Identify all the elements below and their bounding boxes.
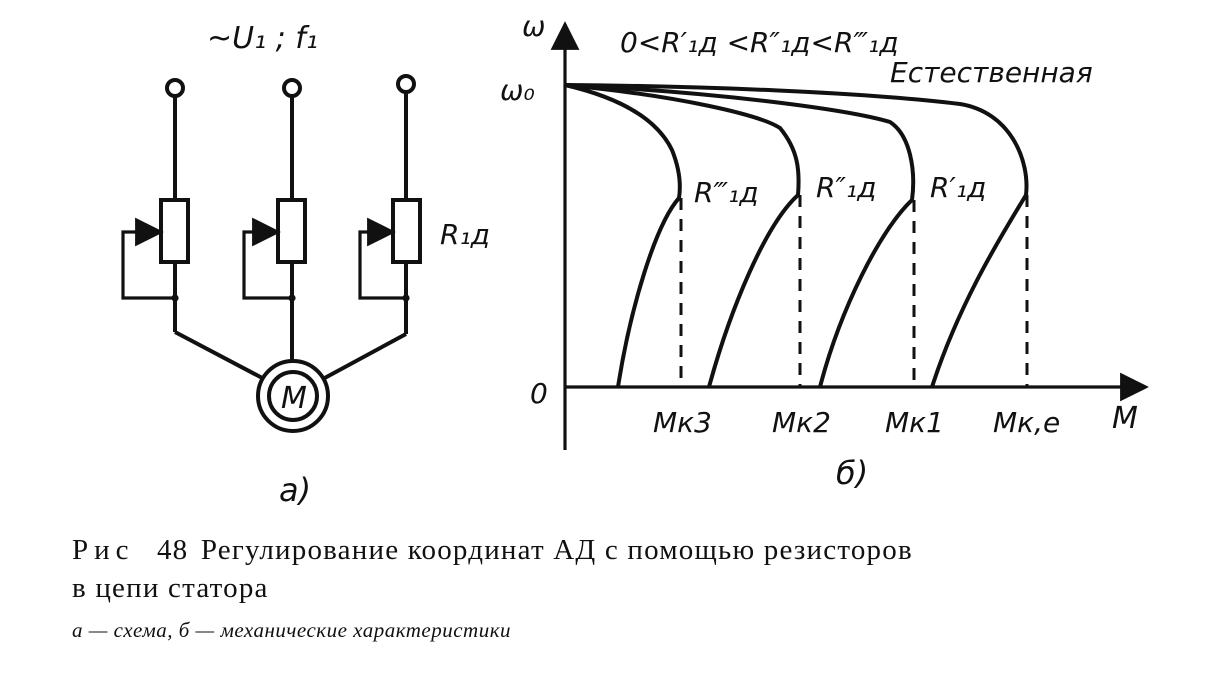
curve-label-r1d-prime: R′₁д — [930, 171, 986, 204]
motor-label: M — [281, 381, 307, 416]
torque-label-mk2: Mк2 — [772, 406, 831, 439]
curve-label-r1d-double: R″₁д — [816, 171, 877, 204]
motor-symbol: M — [256, 359, 330, 433]
wire-phase-3 — [320, 332, 407, 382]
figure-caption-line-1: Рис 48 Регулирование координат АД с помо… — [72, 534, 913, 567]
curve-natural — [564, 83, 1029, 388]
mechanical-characteristics: ω ω₀ 0 M 0<R′₁д <R″₁д<R‴₁д Естественная … — [500, 10, 1149, 492]
phase-1-branch — [121, 78, 190, 332]
figure-title-line-2: в цепи статора — [72, 572, 269, 604]
resistor-label: R₁д — [440, 218, 490, 251]
resistance-inequality: 0<R′₁д <R″₁д<R‴₁д — [620, 26, 899, 59]
terminal-2 — [282, 78, 302, 98]
figure-legend: а — схема, б — механические характеристи… — [72, 618, 511, 643]
curve-label-r1d-triple: R‴₁д — [694, 176, 759, 209]
resistor-2 — [276, 198, 307, 264]
torque-label-mk1: Mк1 — [885, 406, 944, 439]
torque-label-mke: Mк,е — [993, 406, 1060, 439]
slider-2 — [242, 217, 292, 300]
slider-1 — [121, 217, 175, 300]
terminal-1 — [165, 78, 185, 98]
panel-a-label: а) — [279, 471, 311, 509]
figure-legend-text: а — схема, б — механические характеристи… — [72, 618, 512, 642]
omega-axis-label: ω — [522, 10, 545, 43]
figure-number: 48 — [156, 534, 189, 566]
figure-diagram: ~U₁ ; f₁ — [121, 10, 1149, 509]
curve-r1d-prime — [564, 83, 916, 388]
torque-label-mk3: Mк3 — [653, 406, 712, 439]
figure-word: Рис — [72, 534, 135, 566]
supply-label: ~U₁ ; f₁ — [207, 21, 318, 56]
curve-r1d-double-prime — [564, 83, 801, 388]
resistor-3 — [391, 198, 422, 264]
torque-axis-label: M — [1112, 401, 1138, 436]
omega0-label: ω₀ — [500, 74, 535, 107]
figure-caption-line-2: в цепи статора — [72, 572, 269, 605]
slider-3 — [358, 217, 406, 300]
panel-b-label: б) — [836, 454, 868, 492]
origin-label: 0 — [530, 377, 548, 410]
phase-2-branch — [242, 78, 307, 362]
resistor-1 — [159, 198, 190, 264]
stator-resistor-schematic: ~U₁ ; f₁ — [121, 21, 490, 509]
natural-curve-label: Естественная — [890, 56, 1093, 89]
figure-title-line-1: Регулирование координат АД с помощью рез… — [200, 534, 913, 566]
wire-phase-1 — [174, 330, 267, 382]
phase-3-branch — [358, 74, 422, 334]
terminal-3 — [396, 74, 416, 94]
curve-r1d-triple-prime — [564, 83, 682, 388]
